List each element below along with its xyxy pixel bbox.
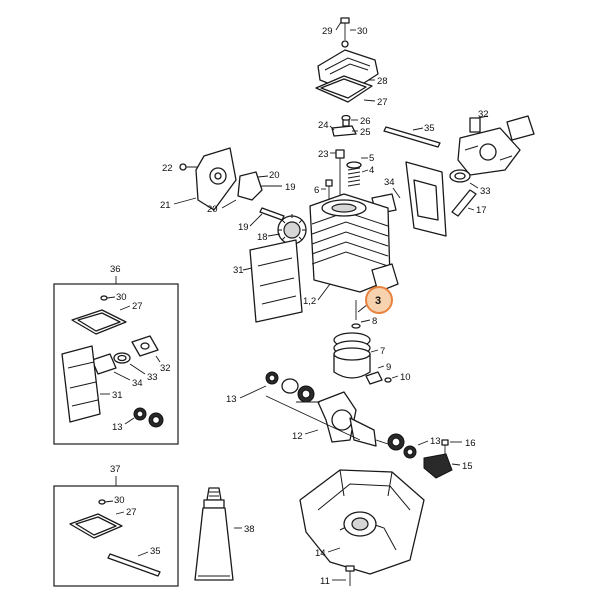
label-26: 26 [360, 116, 371, 127]
box37-screw [98, 499, 106, 505]
label-32: 32 [478, 109, 489, 120]
label-25: 25 [360, 127, 371, 138]
box37-label-27: 27 [126, 507, 137, 518]
box36-seals [133, 407, 164, 428]
label-23: 23 [318, 149, 329, 160]
label-31: 31 [233, 265, 244, 276]
label-12: 12 [292, 431, 303, 442]
nut-26 [341, 114, 351, 127]
label-15: 15 [462, 461, 473, 472]
label-7: 7 [380, 346, 385, 357]
box37-gasket [69, 513, 123, 539]
screw-11 [345, 565, 355, 586]
box36-label-33: 33 [147, 372, 158, 383]
box36-label-30: 30 [116, 292, 127, 303]
pawl-15 [423, 453, 453, 479]
box36-gasket-31 [61, 345, 101, 423]
label-3: 3 [375, 295, 381, 307]
label-20a: 20 [269, 170, 280, 181]
label-4: 4 [369, 165, 374, 176]
intake-34 [405, 161, 447, 237]
box36-screw [100, 295, 108, 301]
pushrod-35 [383, 126, 441, 148]
kit-box-36: 36 30 27 32 33 34 [53, 264, 179, 445]
label-16: 16 [465, 438, 476, 449]
screw-29 [340, 17, 350, 48]
box37-label-30: 30 [114, 495, 125, 506]
crankshaft-12 [296, 391, 395, 447]
cover-21 [195, 147, 237, 211]
box36-label-32: 32 [160, 363, 171, 374]
box36-gasket-34 [91, 353, 117, 375]
label-27: 27 [377, 97, 388, 108]
label-11: 11 [320, 576, 330, 587]
box37-pushrod [107, 553, 161, 577]
box37-title: 37 [110, 464, 121, 475]
piston-7 [333, 332, 371, 379]
stud-23 [335, 149, 345, 198]
label-21: 21 [160, 200, 171, 211]
box36-title: 36 [110, 264, 121, 275]
box36-label-13: 13 [112, 422, 123, 433]
label-5: 5 [369, 153, 374, 164]
label-28: 28 [377, 76, 388, 87]
screw-16 [441, 439, 449, 456]
bearing-13a [265, 371, 315, 403]
label-35: 35 [424, 123, 435, 134]
carburetor-32 [457, 115, 535, 176]
box37-label-35: 35 [150, 546, 161, 557]
highlighted-part-3[interactable]: 3 [355, 286, 393, 320]
box36-gasket-32 [131, 335, 159, 357]
box36-gasket-33 [113, 352, 131, 364]
ring-8 [351, 323, 361, 329]
label-8: 8 [372, 316, 377, 327]
label-1-2: 1,2 [303, 296, 316, 307]
label-13a: 13 [226, 394, 237, 405]
label-33: 33 [480, 186, 491, 197]
lever-24 [331, 125, 357, 137]
label-9: 9 [386, 362, 391, 373]
label-29: 29 [322, 26, 333, 37]
gear-18 [277, 214, 307, 246]
label-20b: 20 [207, 204, 218, 215]
clip-10 [384, 377, 392, 383]
box36-label-34: 34 [132, 378, 143, 389]
box36-label-27: 27 [132, 301, 143, 312]
label-24: 24 [318, 120, 329, 131]
crankcase-14 [299, 469, 425, 575]
label-17: 17 [476, 205, 487, 216]
valve-6 [325, 179, 333, 200]
bearing-13b [387, 433, 417, 459]
label-13b: 13 [430, 436, 441, 447]
label-19a: 19 [285, 182, 296, 193]
sealant-tube-38 [194, 487, 234, 581]
label-38: 38 [244, 524, 255, 535]
pin-9 [365, 371, 383, 385]
label-6: 6 [314, 185, 319, 196]
gasket-27 [315, 75, 373, 103]
label-14: 14 [315, 548, 326, 559]
kit-box-37: 37 30 27 35 [53, 464, 179, 587]
pin-17 [451, 189, 477, 217]
box36-gasket [71, 309, 127, 335]
box36-label-31: 31 [112, 390, 123, 401]
label-22: 22 [162, 163, 173, 174]
label-19b: 19 [238, 222, 249, 233]
label-18: 18 [257, 232, 268, 243]
label-10: 10 [400, 372, 411, 383]
spring-4 [346, 161, 362, 187]
label-34: 34 [384, 177, 395, 188]
cylinder-1-2 [309, 193, 399, 293]
gasket-31 [249, 239, 303, 323]
bracket-20 [237, 171, 263, 201]
gasket-33 [449, 169, 471, 183]
pin-19 [259, 207, 285, 221]
label-30: 30 [357, 26, 368, 37]
